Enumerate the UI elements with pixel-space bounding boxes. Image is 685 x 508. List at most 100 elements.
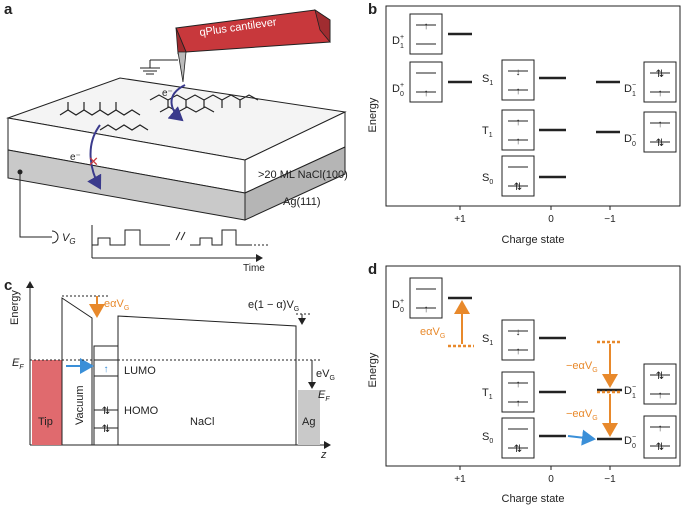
svg-text:⇅: ⇅ — [656, 138, 664, 149]
svg-text:↑: ↑ — [516, 86, 521, 97]
panel-c-label: c — [4, 277, 12, 294]
panel-b-tick-plus1: +1 — [454, 214, 466, 225]
evg-label: eVG — [316, 368, 335, 382]
molecules — [59, 94, 259, 131]
panel-a-label: a — [4, 1, 13, 18]
ag-layer-label: Ag(111) — [283, 196, 321, 208]
electron-label-1: e⁻ — [162, 88, 173, 99]
svg-text:⇅: ⇅ — [102, 406, 110, 417]
svg-text:↑: ↑ — [104, 364, 109, 375]
orbital-box-s1-d — [501, 319, 535, 361]
vacuum-label: Vacuum — [74, 385, 86, 425]
svg-text:↓: ↓ — [516, 67, 521, 78]
svg-text:↑: ↑ — [424, 21, 429, 32]
panel-a: a qPlus cantilever >20 ML NaCl(100) Ag(1… — [4, 1, 348, 274]
panel-d-ylabel: Energy — [367, 352, 379, 387]
tip-region — [32, 360, 62, 445]
state-d0-minus-d: D−0 — [624, 434, 636, 450]
panel-c-ylabel: Energy — [9, 290, 21, 325]
homo-label: HOMO — [124, 405, 159, 417]
svg-text:↑: ↑ — [658, 88, 663, 99]
svg-text:↑: ↑ — [658, 423, 663, 434]
tip — [177, 51, 187, 83]
transition-arrow — [567, 429, 596, 446]
electron-label-2: e⁻ — [70, 152, 81, 163]
ag-region — [298, 390, 320, 445]
panel-b: b Energy +1 0 −1 Charge state ↑ D+1 ↑ D+… — [367, 1, 681, 246]
state-s1: S1 — [482, 73, 493, 87]
orbital-box-d0-plus — [409, 61, 443, 103]
svg-text:↑: ↑ — [424, 88, 429, 99]
panel-b-tick-0: 0 — [548, 214, 554, 225]
state-d1-minus-d: D−1 — [624, 384, 636, 400]
state-s0-d: S0 — [482, 431, 493, 445]
state-d0-plus: D+0 — [392, 82, 404, 98]
svg-text:↑: ↑ — [516, 398, 521, 409]
state-s1-d: S1 — [482, 333, 493, 347]
svg-text:↑: ↑ — [516, 136, 521, 147]
pulse-timeline: Time — [91, 225, 268, 274]
nacl-barrier — [117, 315, 297, 445]
orbital-box-d1-minus-d — [643, 363, 677, 405]
state-d0-plus-d: D+0 — [392, 298, 404, 314]
shift-label-right2: −eαVG — [566, 408, 598, 422]
panel-b-tick-minus1: −1 — [604, 214, 616, 225]
svg-text:↑: ↑ — [424, 304, 429, 315]
svg-text:↓: ↓ — [516, 327, 521, 338]
tip-label: Tip — [38, 416, 53, 428]
svg-text:↑: ↑ — [516, 379, 521, 390]
orbital-box-s1 — [501, 59, 535, 101]
state-t1: T1 — [482, 125, 493, 139]
blocked-cross-icon: ✕ — [88, 154, 99, 169]
lumo-label: LUMO — [124, 365, 156, 377]
panel-d-tick-0: 0 — [548, 474, 554, 485]
ef-left-label: EF — [12, 357, 24, 371]
orbital-box-d1-minus — [643, 61, 677, 103]
orbital-box-s0 — [501, 155, 535, 197]
panel-d-tick-minus1: −1 — [604, 474, 616, 485]
sample-slab: >20 ML NaCl(100) Ag(111) — [6, 77, 348, 221]
bias-wire — [19, 172, 52, 238]
panel-b-xlabel: Charge state — [502, 234, 565, 246]
panel-d-xlabel: Charge state — [502, 493, 565, 505]
electron-path-substrate — [87, 124, 102, 190]
orbital-box-s0-d — [501, 417, 535, 459]
orbital-box-d0-plus-d — [409, 277, 443, 319]
orbital-box-t1 — [501, 109, 535, 151]
panel-c: c Energy z Tip EF Vacuum ⇅ ⇅ ↑ LUMO HOMO… — [4, 277, 335, 461]
state-d0-minus: D−0 — [624, 132, 636, 148]
panel-d-frame — [385, 265, 681, 467]
svg-text:⇅: ⇅ — [656, 69, 664, 80]
svg-text:↑: ↑ — [658, 390, 663, 401]
orbital-box-d0-minus — [643, 111, 677, 153]
drop-label: e(1 − α)VG — [248, 299, 299, 313]
svg-text:⇅: ⇅ — [656, 442, 664, 453]
ag-label: Ag — [302, 416, 315, 428]
panel-b-frame — [385, 5, 681, 207]
state-s0: S0 — [482, 172, 493, 186]
shift-label-right1: −eαVG — [566, 360, 598, 374]
orbital-box-d0-minus-d — [643, 415, 677, 459]
ground-icon — [140, 59, 178, 75]
panel-d-tick-plus1: +1 — [454, 474, 466, 485]
bias-label: VG — [62, 232, 76, 246]
shift-label: eαVG — [104, 298, 129, 312]
time-label: Time — [243, 263, 265, 274]
svg-text:↑: ↑ — [516, 346, 521, 357]
orbital-box-t1-d — [501, 371, 535, 413]
cantilever: qPlus cantilever — [175, 9, 331, 83]
svg-text:⇅: ⇅ — [514, 444, 522, 455]
shift-label-left: eαVG — [420, 326, 445, 340]
panel-b-label: b — [368, 1, 377, 18]
nacl-label: NaCl — [190, 416, 214, 428]
bias-source-icon — [51, 230, 59, 244]
svg-text:⇅: ⇅ — [514, 182, 522, 193]
state-t1-d: T1 — [482, 387, 493, 401]
panel-d: d Energy +1 0 −1 Charge state ↑ D+0 eαVG… — [367, 261, 681, 505]
svg-text:↑: ↑ — [658, 119, 663, 130]
electron-path-tip — [167, 84, 186, 122]
svg-text:↑: ↑ — [516, 117, 521, 128]
svg-text:⇅: ⇅ — [656, 371, 664, 382]
orbital-box-d1-plus — [409, 13, 443, 55]
